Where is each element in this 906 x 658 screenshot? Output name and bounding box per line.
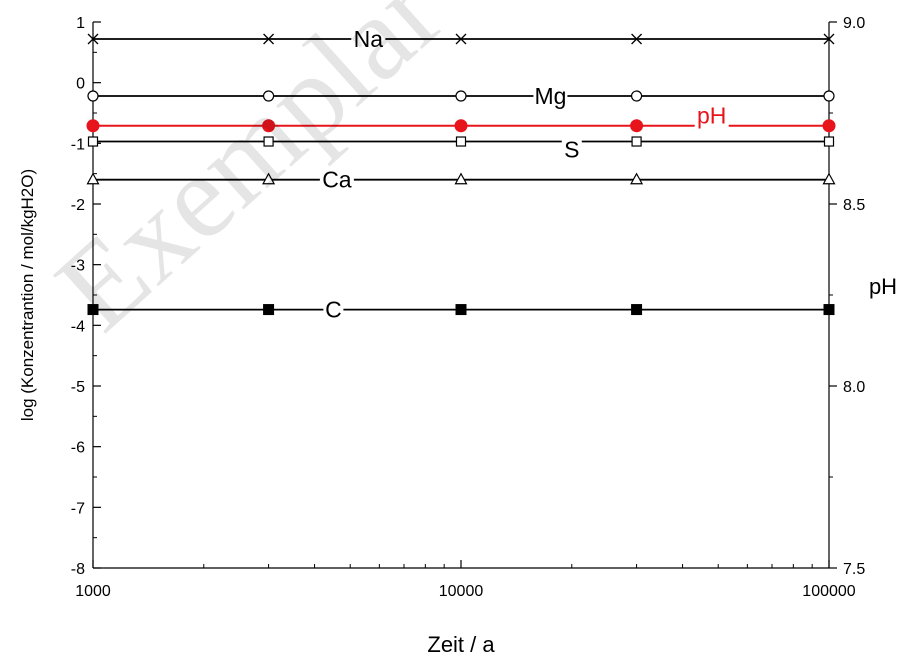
point-marker <box>87 33 99 45</box>
y2-tick-label: 8.0 <box>843 379 865 396</box>
series-label-mg: Mg <box>534 83 566 109</box>
point-marker <box>822 172 836 185</box>
series-label-gap <box>323 306 344 313</box>
x-tick-label: 10000 <box>439 583 484 600</box>
y2-tick-label: 7.5 <box>843 561 865 578</box>
series-label-na: Na <box>354 26 384 52</box>
point-marker <box>823 90 835 102</box>
y-tick-label: -8 <box>71 561 85 578</box>
point-marker <box>86 119 100 133</box>
point-marker <box>630 119 644 133</box>
x-tick-label: 1000 <box>75 583 111 600</box>
y2-tick-label: 9.0 <box>843 15 865 32</box>
point-marker <box>454 119 468 133</box>
point-marker <box>263 33 275 45</box>
y-tick-label: -7 <box>71 500 85 517</box>
series-label-gap <box>694 122 729 129</box>
x-axis-title: Zeit / a <box>427 632 495 657</box>
point-marker <box>823 33 835 45</box>
point-marker <box>455 90 467 102</box>
point-marker <box>262 119 276 133</box>
point-marker <box>823 136 835 147</box>
point-marker <box>87 136 99 147</box>
series-label-gap <box>533 93 568 100</box>
series-label-gap <box>319 176 354 183</box>
point-marker <box>87 304 99 316</box>
series-label-c: C <box>325 297 342 323</box>
series-label-ph: pH <box>697 103 726 129</box>
point-marker <box>262 172 276 185</box>
point-marker <box>631 136 642 147</box>
point-marker <box>454 172 468 185</box>
y-tick-label: -5 <box>71 379 85 396</box>
point-marker <box>455 33 467 45</box>
series-label-gap <box>561 138 582 145</box>
point-marker <box>86 172 100 185</box>
point-marker <box>822 119 836 133</box>
series-label-ca: Ca <box>322 167 352 193</box>
y-tick-label: -4 <box>71 318 85 335</box>
point-marker <box>87 90 99 102</box>
y-tick-label: 0 <box>76 76 85 93</box>
point-marker <box>263 304 275 316</box>
point-marker <box>630 172 644 185</box>
y2-tick-label: 8.5 <box>843 197 865 214</box>
point-marker <box>631 33 643 45</box>
point-marker <box>630 90 643 102</box>
point-marker <box>455 136 467 147</box>
y2-axis-title: pH <box>869 274 897 299</box>
series-label-s: S <box>564 137 579 163</box>
point-marker <box>263 136 274 147</box>
point-marker <box>823 304 835 316</box>
y-axis-title: log (Konzentrantion / mol/kgH2O) <box>18 169 37 421</box>
x-tick-label: 100000 <box>802 583 855 600</box>
y-tick-label: 1 <box>76 15 85 32</box>
y-tick-label: -2 <box>71 197 85 214</box>
point-marker <box>631 304 643 316</box>
point-marker <box>455 304 467 316</box>
point-marker <box>262 90 275 102</box>
y-tick-label: -1 <box>71 136 85 153</box>
y-tick-label: -3 <box>71 258 85 275</box>
y-tick-label: -6 <box>71 440 85 457</box>
series-label-gap <box>351 35 386 42</box>
